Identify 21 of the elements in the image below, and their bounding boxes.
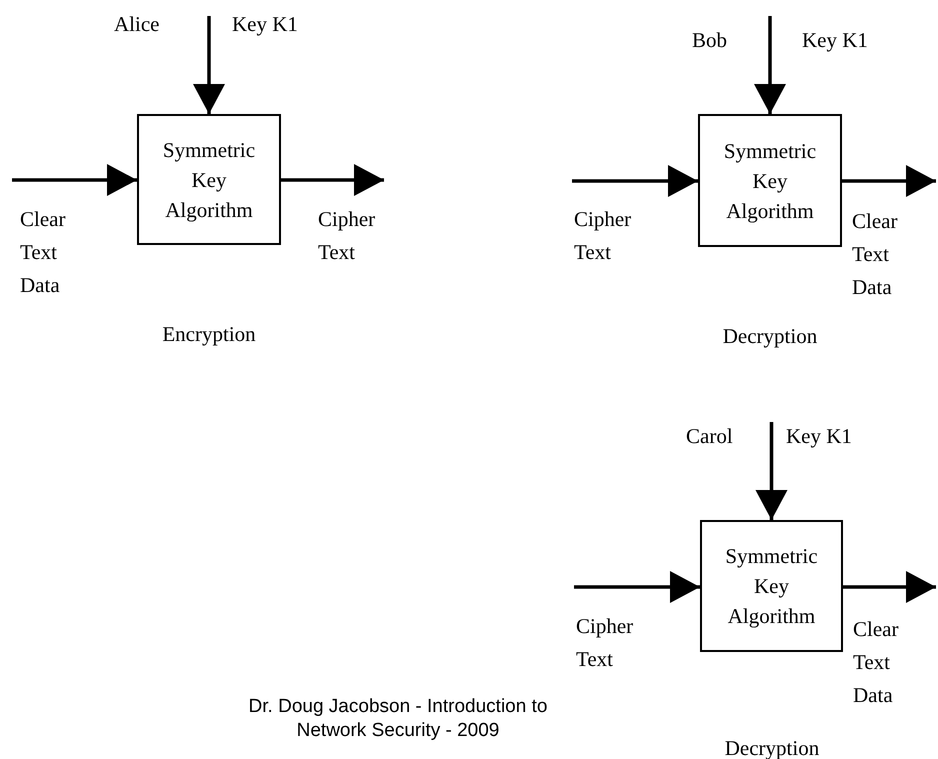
arrow [756, 422, 788, 520]
arrow [842, 165, 936, 197]
arrow [193, 16, 225, 114]
arrow [12, 164, 137, 196]
party-name: Bob [692, 27, 728, 54]
process-box [137, 114, 281, 245]
box-label: Symmetric Key Algorithm [722, 138, 818, 224]
party-name: Carol [686, 423, 734, 450]
arrow [572, 165, 698, 197]
process-box [698, 114, 842, 247]
box-label: Symmetric Key Algorithm [724, 543, 819, 630]
caption: Encryption [161, 321, 257, 348]
arrow [281, 164, 384, 196]
arrow [574, 571, 700, 603]
party-name: Alice [114, 11, 160, 38]
arrow [754, 16, 786, 114]
arrow [843, 571, 936, 603]
footer-note: Dr. Doug Jacobson - Introduction to Network Security - 2009 [248, 695, 548, 743]
process-box [700, 520, 843, 652]
caption: Decryption [722, 323, 818, 350]
box-label: Symmetric Key Algorithm [162, 136, 256, 224]
